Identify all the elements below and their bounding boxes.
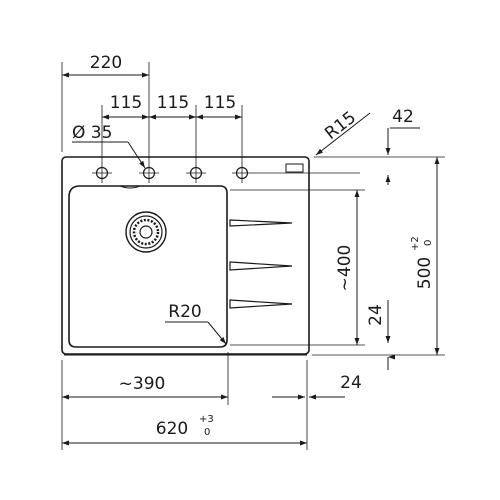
dim-620: 620 +3 0 <box>156 414 214 439</box>
dim-220: 220 <box>90 53 122 73</box>
dim-42: 42 <box>392 107 414 127</box>
dim-115-b: 115 <box>157 93 189 113</box>
sink-outline <box>61 156 310 356</box>
dim-hole-diameter: Ø 35 <box>72 123 112 143</box>
bowl <box>68 185 228 348</box>
dim-r20: R20 <box>168 302 201 322</box>
tap-holes <box>92 163 360 183</box>
dim-620-value: 620 <box>156 419 188 439</box>
dim-620-tol-lower: 0 <box>204 427 210 438</box>
drain-icon <box>125 211 167 253</box>
dim-115-a: 115 <box>110 93 142 113</box>
dim-400: ~400 <box>335 245 355 292</box>
dim-500-tol-lower: 0 <box>423 240 434 246</box>
drainer-ribs <box>229 219 293 309</box>
tap-hole-2 <box>139 163 159 183</box>
dim-390: ~390 <box>119 374 166 394</box>
dim-500: 500 +2 0 <box>410 236 435 289</box>
dim-620-tol-upper: +3 <box>199 414 214 425</box>
dim-115-c: 115 <box>204 93 236 113</box>
dim-500-value: 500 <box>415 257 435 289</box>
dim-24-right: 24 <box>366 304 386 326</box>
leader-lines <box>72 112 371 345</box>
dim-r15: R15 <box>321 108 360 144</box>
tap-hole-1 <box>92 163 112 183</box>
extension-lines <box>61 62 445 450</box>
dimension-lines <box>62 72 440 446</box>
dim-24-bottom: 24 <box>340 373 362 393</box>
tap-hole-3 <box>186 163 206 183</box>
tap-hole-4 <box>232 163 360 183</box>
dim-500-tol-upper: +2 <box>410 236 421 251</box>
